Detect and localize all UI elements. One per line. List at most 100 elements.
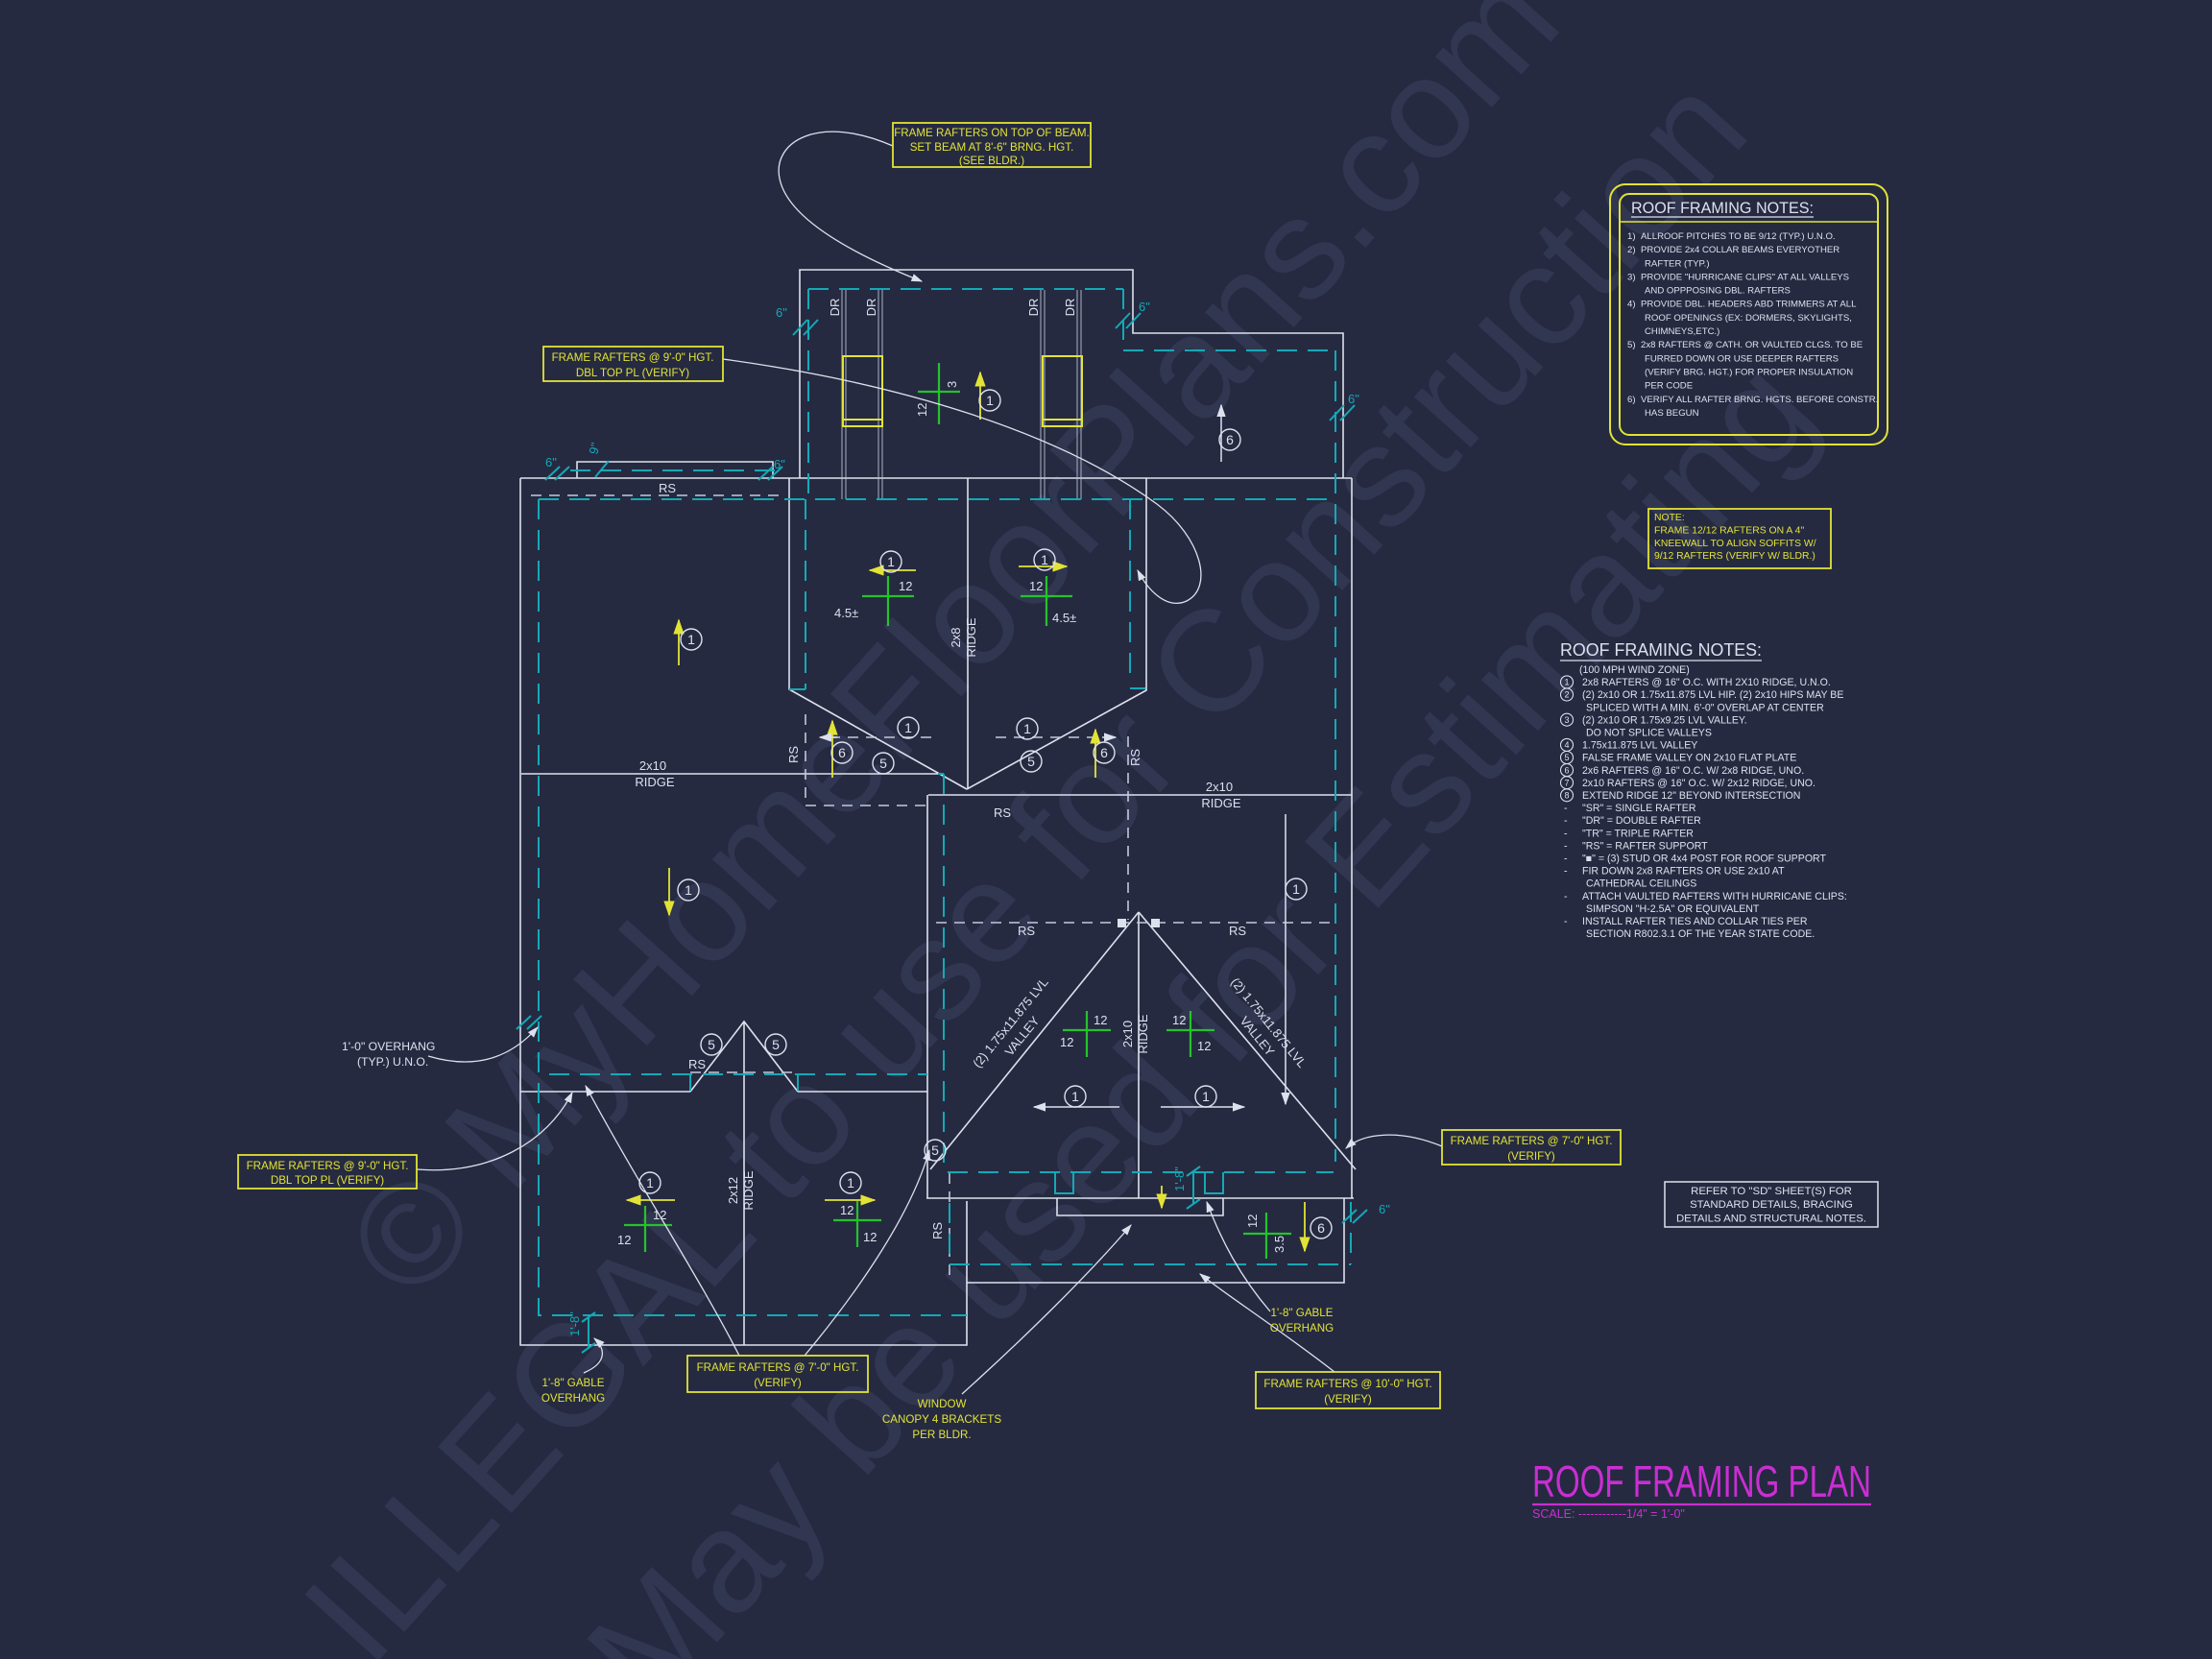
svg-text:7: 7 <box>1564 778 1569 787</box>
svg-text:"SR" = SINGLE RAFTER: "SR" = SINGLE RAFTER <box>1582 803 1696 814</box>
svg-text:NOTE:: NOTE: <box>1654 513 1685 523</box>
svg-text:DR: DR <box>1063 299 1077 317</box>
svg-text:PROVIDE 2x4 COLLAR BEAMS EVERY: PROVIDE 2x4 COLLAR BEAMS EVERYOTHER <box>1641 245 1839 255</box>
svg-text:ATTACH VAULTED RAFTERS WITH HU: ATTACH VAULTED RAFTERS WITH HURRICANE CL… <box>1582 891 1847 902</box>
svg-text:-: - <box>1564 854 1568 865</box>
svg-text:CHIMNEYS,ETC.): CHIMNEYS,ETC.) <box>1645 326 1719 337</box>
svg-text:DO NOT SPLICE VALLEYS: DO NOT SPLICE VALLEYS <box>1586 728 1712 739</box>
svg-text:CATHEDRAL CEILINGS: CATHEDRAL CEILINGS <box>1586 878 1696 890</box>
svg-text:1: 1 <box>646 1175 654 1190</box>
svg-text:"DR" = DOUBLE RAFTER: "DR" = DOUBLE RAFTER <box>1582 815 1701 827</box>
svg-text:4): 4) <box>1627 300 1636 310</box>
svg-text:FRAME 12/12 RAFTERS ON A 4": FRAME 12/12 RAFTERS ON A 4" <box>1654 525 1804 536</box>
svg-text:WINDOW: WINDOW <box>918 1398 967 1410</box>
svg-text:PROVIDE DBL. HEADERS ABD TRIMM: PROVIDE DBL. HEADERS ABD TRIMMERS AT ALL <box>1641 300 1857 310</box>
svg-text:1: 1 <box>904 720 912 735</box>
svg-text:RIDGE: RIDGE <box>741 1170 756 1211</box>
svg-text:RAFTER (TYP.): RAFTER (TYP.) <box>1645 258 1710 269</box>
svg-text:KNEEWALL TO ALIGN SOFFITS W/: KNEEWALL TO ALIGN SOFFITS W/ <box>1654 539 1816 549</box>
svg-text:6: 6 <box>1100 745 1108 760</box>
svg-text:2x10: 2x10 <box>639 758 666 773</box>
svg-text:6": 6" <box>774 457 785 471</box>
svg-text:4.5±: 4.5± <box>834 606 858 620</box>
svg-text:12: 12 <box>1029 579 1043 593</box>
svg-text:3): 3) <box>1627 272 1636 282</box>
svg-text:1'-8": 1'-8" <box>567 1311 582 1336</box>
svg-text:1: 1 <box>1041 552 1048 567</box>
svg-text:RS: RS <box>994 805 1011 820</box>
svg-text:FRAME RAFTERS @ 7'-0" HGT.: FRAME RAFTERS @ 7'-0" HGT. <box>1451 1135 1613 1147</box>
svg-text:12: 12 <box>899 579 912 593</box>
svg-text:2x10: 2x10 <box>1206 780 1233 794</box>
svg-text:RS: RS <box>688 1057 706 1071</box>
svg-text:"■" = (3) STUD OR 4x4 POST: "■" = (3) STUD OR 4x4 POST FOR ROOF SUPP… <box>1582 854 1827 865</box>
svg-text:RS: RS <box>786 746 801 763</box>
svg-text:OVERHANG: OVERHANG <box>1270 1322 1334 1334</box>
svg-text:1: 1 <box>685 882 692 898</box>
svg-text:FALSE FRAME VALLEY ON 2x10 FLA: FALSE FRAME VALLEY ON 2x10 FLAT PLATE <box>1582 753 1796 764</box>
svg-text:9": 9" <box>586 441 603 456</box>
svg-text:(TYP.) U.N.O.: (TYP.) U.N.O. <box>357 1055 428 1069</box>
svg-text:1: 1 <box>1292 881 1300 897</box>
svg-text:12: 12 <box>863 1230 877 1244</box>
svg-text:SPLICED WITH A MIN. 6'-0" OVER: SPLICED WITH A MIN. 6'-0" OVERLAP AT CEN… <box>1586 702 1824 713</box>
svg-text:STANDARD DETAILS, BRACING: STANDARD DETAILS, BRACING <box>1690 1199 1853 1211</box>
svg-text:ROOF OPENINGS (EX: DORMERS, SK: ROOF OPENINGS (EX: DORMERS, SKYLIGHTS, <box>1645 313 1852 324</box>
svg-text:9/12 RAFTERS (VERIFY W/ BLDR.): 9/12 RAFTERS (VERIFY W/ BLDR.) <box>1654 551 1815 562</box>
svg-text:VERIFY ALL RAFTER BRNG. HGTS.: VERIFY ALL RAFTER BRNG. HGTS. BEFORE CON… <box>1641 395 1878 405</box>
svg-text:2x10: 2x10 <box>1120 1021 1135 1047</box>
svg-text:-: - <box>1564 828 1568 839</box>
svg-text:3: 3 <box>1564 715 1569 725</box>
svg-text:-: - <box>1564 891 1568 902</box>
svg-text:OVERHANG: OVERHANG <box>541 1392 605 1405</box>
svg-text:4.5±: 4.5± <box>1052 611 1076 625</box>
svg-text:DBL TOP PL (VERIFY): DBL TOP PL (VERIFY) <box>576 367 689 379</box>
svg-text:(SEE BLDR.): (SEE BLDR.) <box>959 155 1024 167</box>
svg-text:5: 5 <box>879 756 887 771</box>
svg-text:8: 8 <box>1564 791 1569 801</box>
svg-text:DR: DR <box>1026 299 1041 317</box>
svg-text:PER BLDR.: PER BLDR. <box>912 1429 971 1441</box>
svg-text:1: 1 <box>1023 721 1031 736</box>
svg-text:RS: RS <box>659 481 676 495</box>
svg-text:SET BEAM AT 8'-6" BRNG. HGT.: SET BEAM AT 8'-6" BRNG. HGT. <box>910 141 1074 154</box>
svg-text:PER CODE: PER CODE <box>1645 381 1693 392</box>
svg-text:1: 1 <box>1564 678 1569 687</box>
svg-text:(2) 2x10 OR 1.75x9.25 LVL VALL: (2) 2x10 OR 1.75x9.25 LVL VALLEY. <box>1582 714 1747 726</box>
svg-text:-: - <box>1564 866 1568 878</box>
svg-text:6": 6" <box>1139 300 1150 314</box>
svg-text:6": 6" <box>545 455 557 469</box>
svg-text:FRAME RAFTERS @ 10'-0" HGT.: FRAME RAFTERS @ 10'-0" HGT. <box>1263 1378 1431 1390</box>
svg-text:SIMPSON "H-2.5A" OR EQUIVALENT: SIMPSON "H-2.5A" OR EQUIVALENT <box>1586 903 1760 915</box>
svg-text:RIDGE: RIDGE <box>1136 1014 1150 1054</box>
svg-text:RS: RS <box>1018 924 1035 938</box>
svg-text:RIDGE: RIDGE <box>964 617 978 658</box>
svg-text:3: 3 <box>945 381 959 388</box>
svg-text:SECTION R802.3.1 OF THE YEAR S: SECTION R802.3.1 OF THE YEAR STATE CODE. <box>1586 928 1815 940</box>
svg-text:1: 1 <box>887 554 895 569</box>
svg-text:6: 6 <box>1226 432 1234 447</box>
svg-text:FRAME RAFTERS ON TOP OF BEAM.: FRAME RAFTERS ON TOP OF BEAM. <box>894 127 1090 139</box>
svg-text:"RS" = RAFTER SUPPORT: "RS" = RAFTER SUPPORT <box>1582 840 1708 852</box>
svg-text:"TR" = TRIPLE RAFTER: "TR" = TRIPLE RAFTER <box>1582 828 1694 839</box>
svg-text:2x8 RAFTERS @ CATH. OR VAULTED: 2x8 RAFTERS @ CATH. OR VAULTED CLGS. TO … <box>1641 340 1863 350</box>
svg-text:1: 1 <box>1071 1089 1079 1104</box>
svg-text:FRAME RAFTERS @ 9'-0" HGT.: FRAME RAFTERS @ 9'-0" HGT. <box>552 351 714 364</box>
svg-text:-: - <box>1564 840 1568 852</box>
svg-text:6): 6) <box>1627 395 1636 405</box>
svg-text:-: - <box>1564 803 1568 814</box>
svg-text:2x8 RAFTERS @ 16" O.C. WITH 2X: 2x8 RAFTERS @ 16" O.C. WITH 2X10 RIDGE, … <box>1582 677 1831 688</box>
svg-text:6": 6" <box>1348 392 1359 406</box>
svg-text:-: - <box>1564 916 1568 927</box>
svg-text:HAS BEGUN: HAS BEGUN <box>1645 408 1699 419</box>
svg-text:12: 12 <box>617 1233 631 1247</box>
svg-text:DBL TOP PL (VERIFY): DBL TOP PL (VERIFY) <box>271 1174 384 1187</box>
svg-text:6: 6 <box>1564 765 1569 775</box>
svg-text:ROOF FRAMING NOTES:: ROOF FRAMING NOTES: <box>1560 640 1762 660</box>
svg-text:(VERIFY): (VERIFY) <box>754 1377 802 1389</box>
svg-text:EXTEND RIDGE 12" BEYOND INTERS: EXTEND RIDGE 12" BEYOND INTERSECTION <box>1582 790 1800 802</box>
svg-text:1'-8": 1'-8" <box>1172 1166 1187 1191</box>
svg-text:RIDGE: RIDGE <box>1201 796 1241 810</box>
svg-text:DETAILS AND STRUCTURAL NOTES.: DETAILS AND STRUCTURAL NOTES. <box>1676 1213 1866 1224</box>
svg-text:2x6 RAFTERS @ 16" O.C. W/ 2x8: 2x6 RAFTERS @ 16" O.C. W/ 2x8 RIDGE, UNO… <box>1582 765 1804 777</box>
